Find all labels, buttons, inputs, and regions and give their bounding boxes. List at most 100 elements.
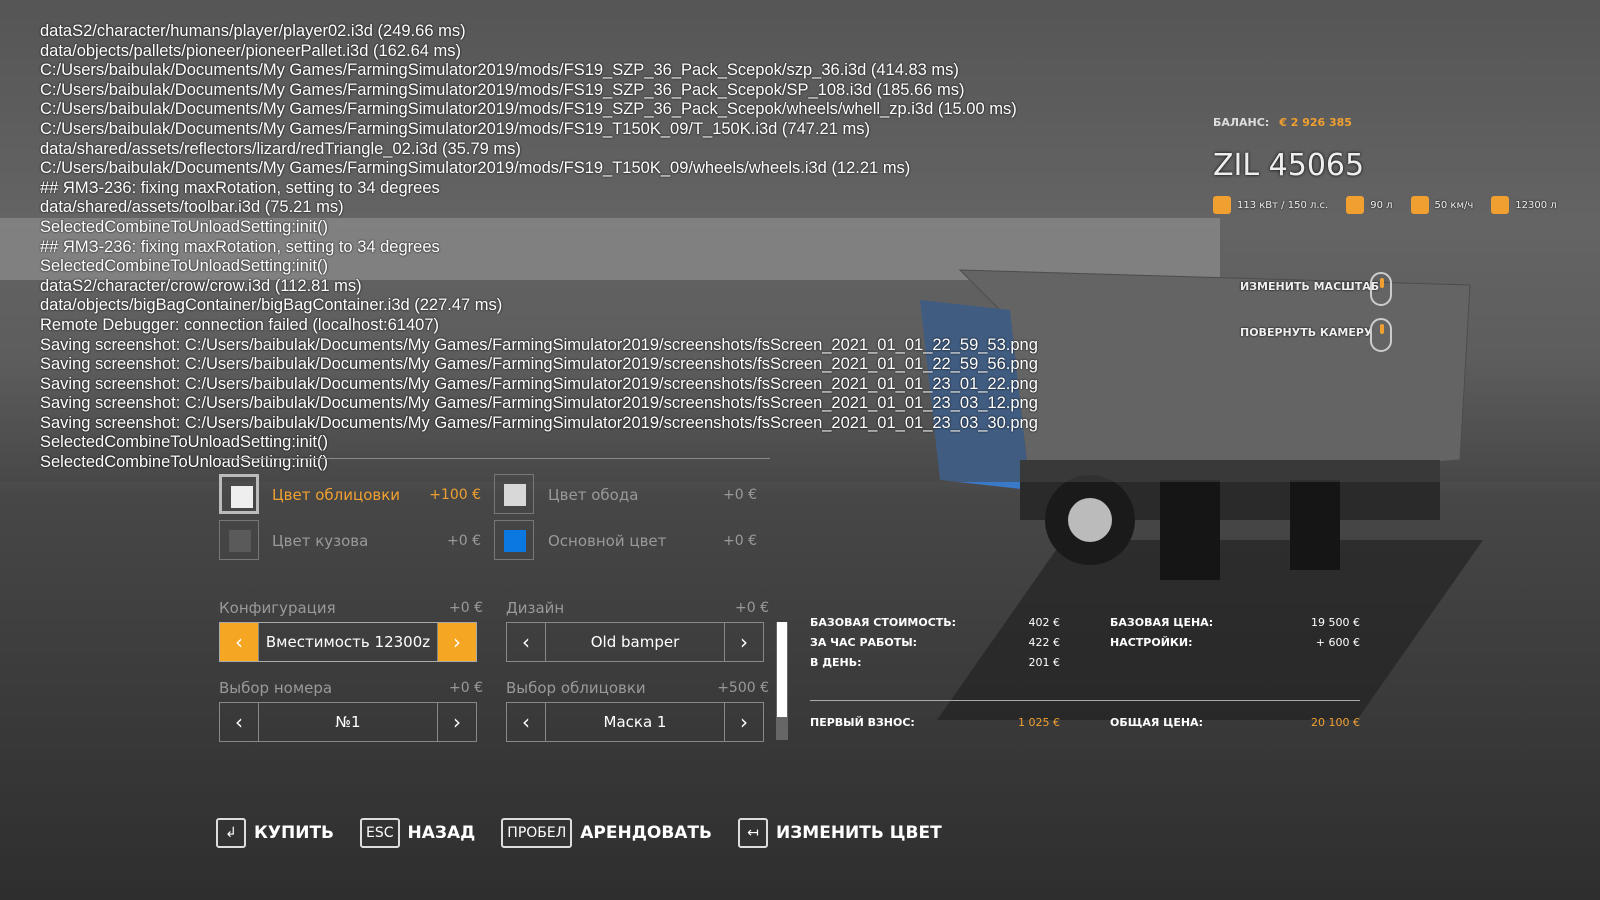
selector-value: Маска 1 — [545, 703, 725, 741]
console-line: ## ЯМЗ-236: fixing maxRotation, setting … — [40, 237, 440, 256]
console-log: dataS2/character/humans/player/player02.… — [40, 22, 1038, 473]
color-price-body: +0 € — [447, 533, 481, 549]
speed-stat: 50 км/ч — [1410, 196, 1474, 214]
license-plate-selector[interactable]: ‹№1› — [219, 702, 477, 742]
base-price-value: 19 500 € — [1311, 616, 1360, 629]
console-line: SelectedCombineToUnloadSetting:init() — [40, 217, 328, 236]
console-line: data/objects/bigBagContainer/bigBagConta… — [40, 296, 503, 315]
divider — [810, 700, 1360, 701]
console-line: C:/Users/baibulak/Documents/My Games/Far… — [40, 100, 1017, 119]
per-day-value: 201 € — [1028, 656, 1061, 669]
zoom-hint-label: ИЗМЕНИТЬ МАСШТАБ — [1240, 280, 1380, 293]
fuel-icon — [1346, 196, 1365, 214]
console-line: SelectedCombineToUnloadSetting:init() — [40, 257, 328, 276]
option-label: Выбор облицовки — [506, 679, 646, 697]
console-line: C:/Users/baibulak/Documents/My Games/Far… — [40, 80, 965, 99]
settings-label: НАСТРОЙКИ: — [1110, 636, 1193, 649]
console-line: dataS2/character/humans/player/player02.… — [40, 22, 466, 40]
base-cost-value: 402 € — [1028, 616, 1061, 629]
console-line: C:/Users/baibulak/Documents/My Games/Far… — [40, 159, 911, 178]
divider — [220, 458, 770, 459]
action-label: ИЗМЕНИТЬ ЦВЕТ — [775, 823, 942, 843]
chevron-right-icon[interactable]: › — [438, 623, 476, 661]
space-key-icon: ПРОБЕЛ — [501, 818, 573, 848]
color-price-main: +0 € — [723, 533, 757, 549]
console-line: Remote Debugger: connection failed (loca… — [40, 315, 439, 334]
console-line: C:/Users/baibulak/Documents/My Games/Far… — [40, 119, 870, 138]
option-price: +0 € — [449, 600, 483, 616]
console-line: data/shared/assets/reflectors/lizard/red… — [40, 139, 521, 158]
balance: БАЛАНС:€ 2 926 385 — [1213, 116, 1352, 129]
swatch — [231, 486, 253, 508]
debug-console-overlay: dataS2/character/humans/player/player02.… — [40, 22, 1038, 473]
enter-key-icon: ↲ — [216, 818, 246, 848]
total-price-value: 20 100 € — [1311, 716, 1360, 729]
action-label: КУПИТЬ — [254, 823, 335, 843]
console-line: dataS2/character/crow/crow.i3d (112.81 m… — [40, 276, 362, 295]
chevron-right-icon[interactable]: › — [740, 630, 748, 654]
settings-value: + 600 € — [1315, 636, 1360, 649]
color-label-facing: Цвет облицовки — [272, 486, 401, 504]
base-cost-label: БАЗОВАЯ СТОИМОСТЬ: — [810, 616, 957, 629]
color-price-rim: +0 € — [723, 487, 757, 503]
console-line: Saving screenshot: C:/Users/baibulak/Doc… — [40, 335, 1038, 354]
fuel-stat: 90 л — [1346, 196, 1393, 214]
chevron-right-icon[interactable]: › — [453, 710, 461, 734]
power-stat: 113 кВт / 150 л.с. — [1213, 196, 1328, 214]
vehicle-name: ZIL 45065 — [1213, 148, 1365, 183]
option-price: +0 € — [449, 680, 483, 696]
console-line: Saving screenshot: C:/Users/baibulak/Doc… — [40, 413, 1038, 432]
engine-icon — [1213, 196, 1231, 214]
option-label: Конфигурация — [219, 599, 336, 617]
color-swatch-facing[interactable] — [219, 474, 259, 514]
selector-value: Old bamper — [545, 623, 725, 661]
swatch — [504, 530, 526, 552]
color-price-facing: +100 € — [429, 487, 481, 503]
console-line: SelectedCombineToUnloadSetting:init() — [40, 453, 328, 472]
stat-value: 12300 л — [1515, 200, 1557, 211]
stat-value: 50 км/ч — [1434, 200, 1474, 211]
chevron-right-icon[interactable]: › — [740, 710, 748, 734]
back-button[interactable]: ESC НАЗАД — [360, 818, 475, 848]
base-price-label: БАЗОВАЯ ЦЕНА: — [1110, 616, 1214, 629]
down-payment-value: 1 025 € — [1018, 716, 1060, 729]
color-swatch-main[interactable] — [494, 520, 534, 560]
option-price: +0 € — [735, 600, 769, 616]
capacity-stat: 12300 л — [1491, 196, 1557, 214]
chevron-left-icon[interactable]: ‹ — [235, 710, 243, 734]
mouse-drag-icon — [1370, 318, 1392, 352]
color-label-rim: Цвет обода — [548, 486, 639, 504]
color-swatch-rim[interactable] — [494, 474, 534, 514]
buy-button[interactable]: ↲ КУПИТЬ — [216, 818, 334, 848]
console-line: Saving screenshot: C:/Users/baibulak/Doc… — [40, 374, 1038, 393]
color-label-main: Основной цвет — [548, 532, 667, 550]
console-line: C:/Users/baibulak/Documents/My Games/Far… — [40, 61, 959, 80]
option-label: Выбор номера — [219, 679, 333, 697]
esc-key-icon: ESC — [360, 818, 400, 848]
console-line: data/shared/assets/toolbar.i3d (75.21 ms… — [40, 198, 344, 217]
console-line: SelectedCombineToUnloadSetting:init() — [40, 433, 328, 452]
total-price-label: ОБЩАЯ ЦЕНА: — [1110, 716, 1203, 729]
design-selector[interactable]: ‹ Old bamper › — [506, 622, 764, 662]
chevron-left-icon[interactable]: ‹ — [220, 623, 258, 661]
capacity-icon — [1491, 196, 1510, 214]
action-label: НАЗАД — [407, 823, 476, 843]
scrollbar-thumb[interactable] — [777, 622, 787, 717]
facing-selector[interactable]: ‹ Маска 1 › — [506, 702, 764, 742]
color-swatch-body[interactable] — [219, 520, 259, 560]
chevron-left-icon[interactable]: ‹ — [522, 630, 530, 654]
console-line: ## ЯМЗ-236: fixing maxRotation, setting … — [40, 178, 440, 197]
configuration-selector[interactable]: ‹Вместимость 12300z› — [219, 622, 477, 662]
options-scrollbar[interactable] — [776, 622, 788, 740]
swatch — [229, 530, 251, 552]
chevron-left-icon[interactable]: ‹ — [522, 710, 530, 734]
per-day-label: В ДЕНЬ: — [810, 656, 862, 669]
option-price: +500 € — [717, 680, 769, 696]
option-label: Дизайн — [506, 599, 565, 617]
mouse-wheel-icon — [1370, 272, 1392, 306]
color-label-body: Цвет кузова — [272, 532, 369, 550]
change-color-button[interactable]: ↤ ИЗМЕНИТЬ ЦВЕТ — [737, 818, 942, 848]
backspace-key-icon: ↤ — [737, 818, 768, 848]
